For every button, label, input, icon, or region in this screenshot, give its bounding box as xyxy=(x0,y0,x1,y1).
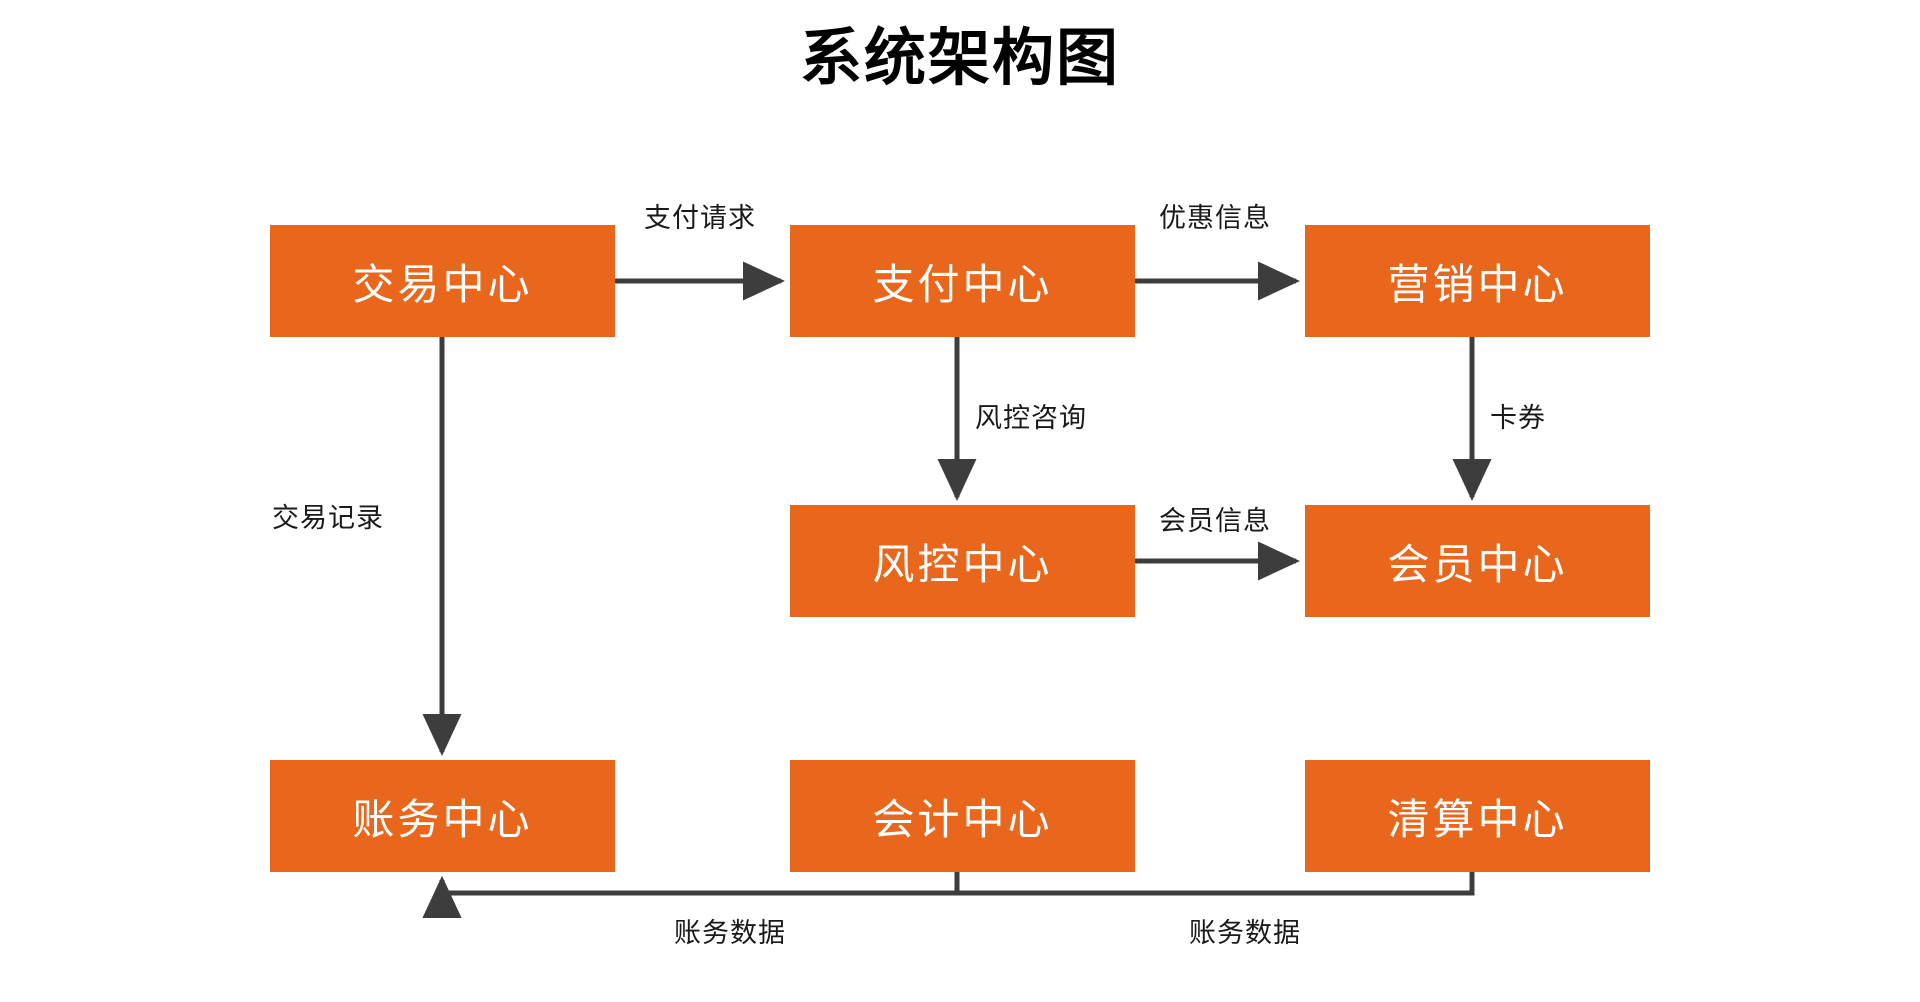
node-member[interactable]: 会员中心 xyxy=(1305,505,1650,617)
node-marketing-label: 营销中心 xyxy=(1387,260,1568,308)
edge-label-coupon: 卡券 xyxy=(1490,403,1546,433)
node-trade[interactable]: 交易中心 xyxy=(270,225,615,337)
node-accounting-label: 会计中心 xyxy=(872,795,1053,843)
edge-label-billing-data-accounting: 账务数据 xyxy=(674,918,786,948)
node-clearing[interactable]: 清算中心 xyxy=(1305,760,1650,872)
edge-label-payment-request: 支付请求 xyxy=(644,203,756,233)
edge-label-member-info: 会员信息 xyxy=(1159,506,1271,536)
edge-label-promotion-info: 优惠信息 xyxy=(1159,203,1271,233)
node-riskctrl-label: 风控中心 xyxy=(872,540,1053,588)
connector-accounting-to-billing xyxy=(422,872,960,918)
page-title: 系统架构图 xyxy=(799,24,1120,93)
node-payment-label: 支付中心 xyxy=(872,260,1053,308)
node-riskctrl[interactable]: 风控中心 xyxy=(790,505,1135,617)
edge-label-trade-record: 交易记录 xyxy=(272,503,384,533)
edge-label-billing-data-clearing: 账务数据 xyxy=(1189,918,1301,948)
edge-label-risk-consult: 风控咨询 xyxy=(975,403,1087,433)
node-marketing[interactable]: 营销中心 xyxy=(1305,225,1650,337)
node-clearing-label: 清算中心 xyxy=(1387,795,1568,843)
node-billing-label: 账务中心 xyxy=(352,795,533,843)
node-member-label: 会员中心 xyxy=(1387,540,1568,588)
node-payment[interactable]: 支付中心 xyxy=(790,225,1135,337)
connector-clearing-to-billing xyxy=(422,872,1475,918)
node-accounting[interactable]: 会计中心 xyxy=(790,760,1135,872)
node-trade-label: 交易中心 xyxy=(352,260,533,308)
node-billing[interactable]: 账务中心 xyxy=(270,760,615,872)
